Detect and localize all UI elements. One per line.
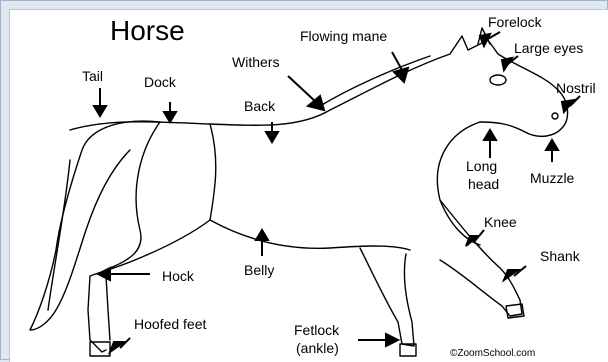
label-back: Back: [244, 98, 275, 114]
label-dock: Dock: [144, 74, 176, 90]
label-forelock: Forelock: [488, 14, 542, 30]
horse-belly-outline: [210, 220, 410, 250]
horse-hind-quarter: [210, 124, 216, 220]
label-nostril: Nostril: [556, 80, 596, 96]
label-muzzle: Muzzle: [530, 170, 574, 186]
horse-hind-hoof: [90, 342, 110, 356]
copyright-notice: ©ZoomSchool.com: [450, 348, 535, 360]
label-tail: Tail: [82, 68, 103, 84]
diagram-title: Horse: [110, 16, 185, 46]
label-long-head-line2: head: [468, 176, 499, 192]
label-fetlock-line2: (ankle): [296, 340, 339, 356]
label-hoofed-feet: Hoofed feet: [134, 316, 206, 332]
label-flowing-mane: Flowing mane: [300, 28, 387, 44]
horse-nostril: [552, 113, 558, 119]
label-hock: Hock: [162, 268, 194, 284]
horse-hind-leg-inner: [106, 276, 110, 340]
label-belly: Belly: [244, 262, 274, 278]
label-withers: Withers: [232, 54, 279, 70]
horse-eye: [490, 75, 506, 85]
horse-illustration: [10, 10, 608, 362]
horse-mane-line: [320, 56, 430, 106]
label-long-head-line1: Long: [466, 158, 497, 174]
horse-second-front-leg: [360, 248, 414, 346]
label-fetlock-line1: Fetlock: [294, 322, 339, 338]
horse-rump: [110, 122, 160, 268]
diagram-canvas: Horse Tail Dock Withers Back Flowing man…: [9, 9, 608, 362]
label-large-eyes: Large eyes: [514, 40, 583, 56]
label-knee: Knee: [484, 214, 517, 230]
label-shank: Shank: [540, 248, 580, 264]
